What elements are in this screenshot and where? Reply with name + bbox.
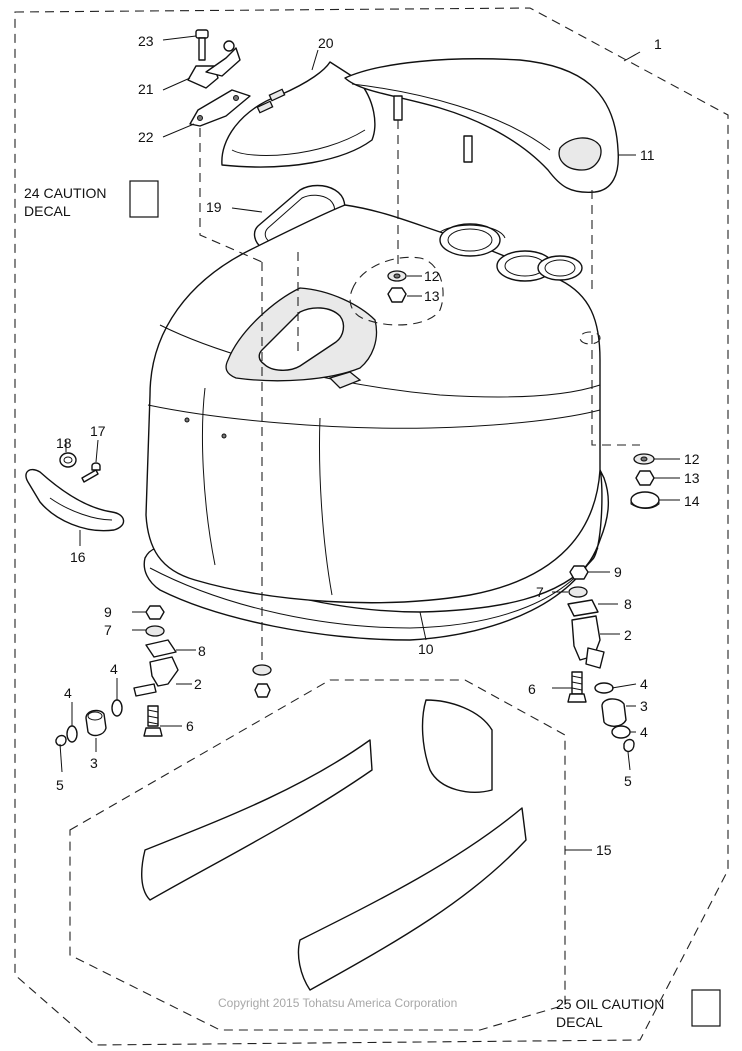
callout-22: 22	[138, 129, 154, 145]
oil-decal-line1: 25 OIL CAUTION	[556, 996, 664, 1012]
assembly-guide-lines	[199, 120, 640, 660]
callout-21: 21	[138, 81, 154, 97]
callout-23: 23	[138, 33, 154, 49]
callout-9-right: 9	[614, 564, 622, 580]
callout-2-left: 2	[194, 676, 202, 692]
callout-11: 11	[640, 147, 655, 163]
top-cover-part-11	[344, 58, 619, 193]
washer-nut-parts-12-13-top	[387, 270, 407, 303]
oil-decal-box	[691, 989, 721, 1027]
callout-1: 1	[654, 36, 662, 52]
caution-decal-line1: 24 CAUTION	[24, 185, 106, 201]
callout-7-left: 7	[104, 622, 112, 638]
part-number-callouts: 23 20 1 21 22 11 19 12 13 18 17 12 13 14…	[56, 33, 700, 858]
latch-assembly-parts-21-22-23	[187, 29, 251, 127]
callout-2-right: 2	[624, 627, 632, 643]
lower-center-washer-nut	[252, 664, 272, 698]
main-engine-cover	[143, 204, 609, 641]
callout-15: 15	[596, 842, 612, 858]
callout-5-right: 5	[624, 773, 632, 789]
callout-3-right: 3	[640, 698, 648, 714]
right-washer-nut-plug-parts-12-13-14	[630, 453, 660, 509]
callout-4-d: 4	[640, 724, 648, 740]
callout-4-c: 4	[64, 685, 72, 701]
callout-leader-lines	[59, 35, 680, 851]
caution-decal-callout: 24 CAUTION DECAL	[24, 180, 159, 219]
oil-decal-line2: DECAL	[556, 1014, 603, 1030]
insulation-pads-part-15	[69, 679, 566, 1031]
caution-decal-box	[129, 180, 159, 218]
callout-10: 10	[418, 641, 434, 657]
callout-13-right: 13	[684, 470, 700, 486]
callout-6-right: 6	[528, 681, 536, 697]
callout-13-top: 13	[424, 288, 440, 304]
caution-decal-line2: DECAL	[24, 203, 71, 219]
callout-6-left: 6	[186, 718, 194, 734]
callout-4-b: 4	[640, 676, 648, 692]
callout-12-right: 12	[684, 451, 700, 467]
left-clip-parts-16-17-18	[25, 452, 125, 532]
callout-20: 20	[318, 35, 334, 51]
callout-4-a: 4	[110, 661, 118, 677]
oil-caution-decal-callout: 25 OIL CAUTION DECAL	[556, 989, 721, 1030]
callout-12-top: 12	[424, 268, 440, 284]
copyright-notice: Copyright 2015 Tohatsu America Corporati…	[218, 996, 457, 1010]
callout-18: 18	[56, 435, 72, 451]
assembly-boundary	[14, 7, 729, 1046]
callout-14: 14	[684, 493, 700, 509]
callout-16: 16	[70, 549, 86, 565]
callout-19: 19	[206, 199, 222, 215]
callout-7-right: 7	[536, 584, 544, 600]
callout-3-left: 3	[90, 755, 98, 771]
callout-17: 17	[90, 423, 106, 439]
callout-8-left: 8	[198, 643, 206, 659]
callout-9-left: 9	[104, 604, 112, 620]
callout-5-left: 5	[56, 777, 64, 793]
callout-8-right: 8	[624, 596, 632, 612]
lower-right-mount-hardware	[567, 565, 635, 753]
